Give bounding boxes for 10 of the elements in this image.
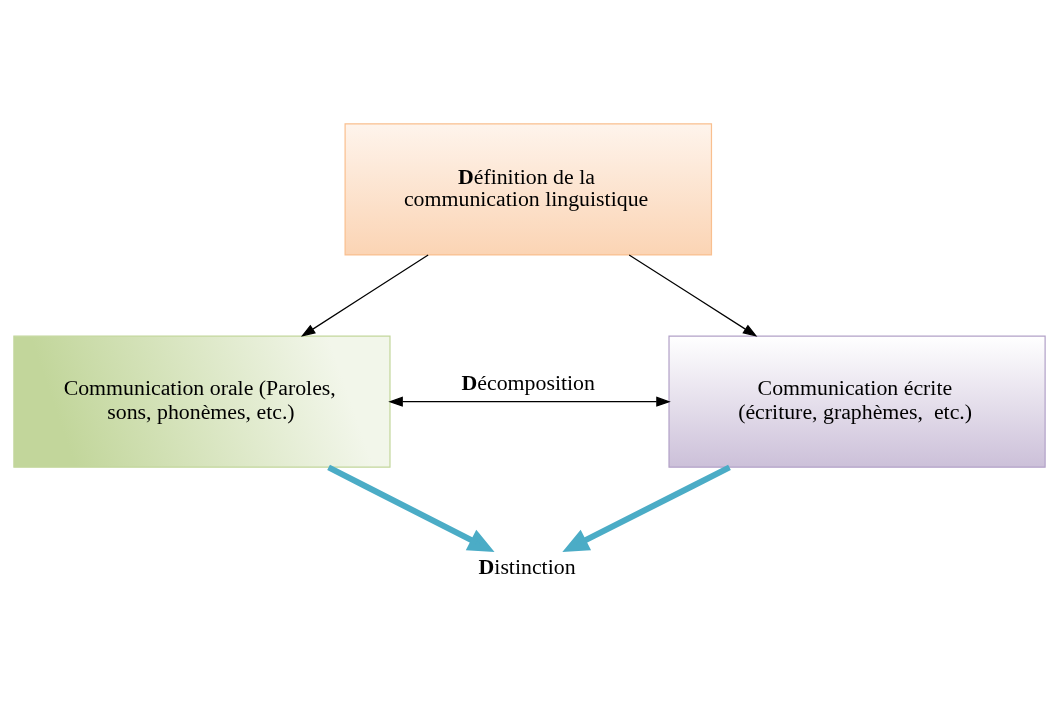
node-box: Communication orale (Paroles, sons, phonèmes, etc.) [13, 335, 391, 468]
edge-label: Décomposition [461, 370, 595, 395]
arrow [562, 464, 731, 552]
node-box: Communication écrite (écriture, graphèmes, etc.) [668, 335, 1046, 468]
arrow [327, 464, 495, 552]
node-text: Distinction [478, 554, 576, 579]
arrow [300, 253, 429, 337]
node-box: Définition de la communication linguistique [344, 122, 713, 255]
arrow [628, 253, 758, 337]
arrow [388, 396, 671, 407]
